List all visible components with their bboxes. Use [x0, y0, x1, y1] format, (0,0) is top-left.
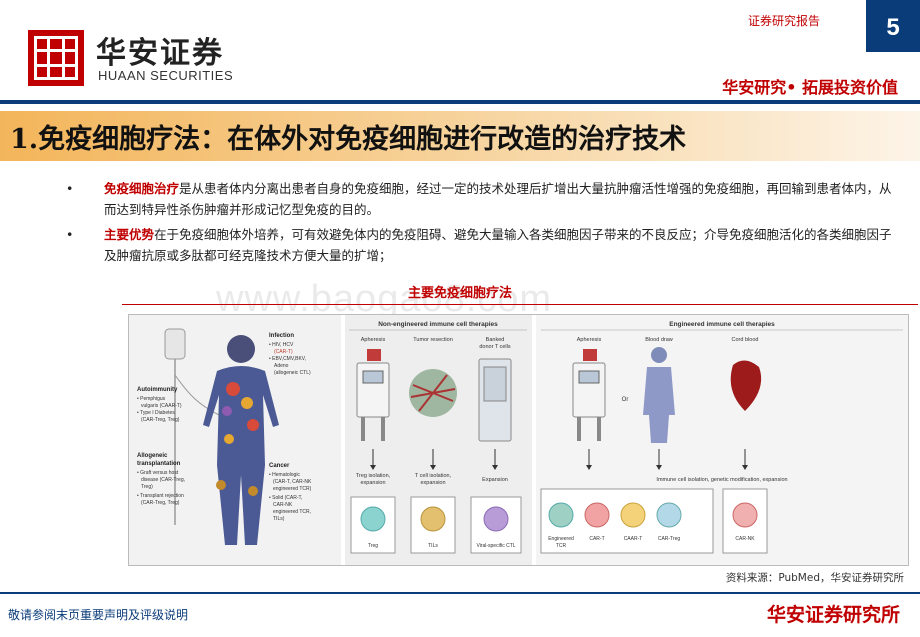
autoimmunity-item: • Type I Diabetes [137, 410, 175, 416]
bullet-marker: • [66, 181, 74, 196]
cancer-item: engineered TCR) [273, 486, 312, 492]
iv-bag-icon [164, 328, 186, 360]
cell-box-ctl [470, 496, 522, 554]
freezer-icon [478, 358, 512, 442]
cell-label: CAAR-T [624, 536, 643, 542]
bullet-item: • 主要优势在于免疫细胞体外培养，可有效避免体内的免疫阻碍、避免大量输入各类细胞… [66, 224, 896, 266]
cell-box-engineered [540, 488, 714, 554]
cancer-title: Cancer [269, 463, 290, 469]
process-label: Treg isolation, [356, 473, 391, 479]
bullet-term: 免疫细胞治疗 [104, 181, 180, 196]
autoimmunity-item: vulgaris (CAAR-T) [141, 403, 182, 409]
footer-divider [0, 592, 920, 594]
source-label: Tumor resection [413, 337, 453, 343]
cancer-item: (CAR-T, CAR-NK [273, 479, 312, 485]
logo-mark [28, 30, 84, 86]
figure-title-rule [122, 304, 918, 305]
cell-label: TILs [428, 543, 438, 549]
cell-label: CAR-Treg [658, 536, 681, 542]
header-divider [0, 100, 920, 104]
report-type: 证券研究报告 [748, 14, 821, 28]
cancer-item: • Hematologic [269, 472, 300, 478]
source-label: donor T cells [479, 344, 511, 350]
cell-label: Viral-specific CTL [476, 543, 515, 549]
slogan: 华安研究• 拓展投资价值 [722, 78, 898, 97]
patient-figure-icon [203, 335, 279, 545]
engineered-header: Engineered immune cell therapies [669, 321, 775, 328]
source-label: Banked [486, 337, 505, 343]
process-label: T cell isolation, [415, 473, 452, 479]
bullet-text: 在于免疫细胞体外培养，可有效避免体内的免疫阻碍、避免大量输入各类细胞因子带来的不… [104, 227, 892, 263]
cell-box-treg [350, 496, 396, 554]
process-label: expansion [420, 480, 445, 486]
infection-title: Infection [269, 333, 294, 339]
allo-title: transplantation [137, 461, 181, 467]
page-title: 1.免疫细胞疗法：在体外对免疫细胞进行改造的治疗技术 [10, 124, 687, 155]
autoimmunity-item: • Pemphigus [137, 396, 166, 402]
source-label: Apheresis [577, 337, 602, 343]
cell-label: Engineered [548, 536, 574, 542]
figure-panel: Infection • HIV, HCV (CAR-T) • EBV,CMV,B… [128, 314, 909, 566]
cancer-item: TILs) [273, 516, 285, 522]
cell-label: CAR-NK [735, 536, 755, 542]
process-label: Immune cell isolation, genetic modificat… [656, 477, 787, 483]
page-number: 5 [866, 0, 920, 52]
title-banner [0, 111, 920, 161]
cell-label: TCR [556, 543, 567, 549]
allo-item: (CAR-Treg, Treg) [141, 500, 180, 506]
watermark: www.baogao8.com [216, 278, 553, 320]
autoimmunity-item: (CAR-Treg, Treg) [141, 417, 180, 423]
figure-title: 主要免疫细胞疗法 [407, 286, 512, 301]
infection-item: • EBV,CMV,BKV, [269, 356, 306, 362]
bullet-marker: • [66, 227, 74, 242]
person-icon [643, 347, 675, 443]
source-note: 资料来源：PubMed，华安证券研究所 [725, 572, 904, 584]
placenta-icon [730, 360, 762, 411]
infection-item: (allogeneic CTL) [274, 370, 311, 376]
apheresis-machine-icon [572, 349, 606, 441]
source-label: Blood draw [645, 337, 673, 343]
or-label: Or [622, 397, 629, 403]
bullet-term: 主要优势 [104, 227, 155, 242]
bullet-item: • 免疫细胞治疗是从患者体内分离出患者自身的免疫细胞，经过一定的技术处理后扩增出… [66, 178, 896, 220]
allo-item: • Graft versus host [137, 470, 179, 476]
cancer-item: engineered TCR, [273, 509, 311, 515]
logo-chinese: 华安证券 [96, 36, 224, 71]
apheresis-machine-icon [356, 349, 390, 441]
allo-item: Treg) [141, 484, 153, 490]
cell-label: Treg [368, 543, 378, 549]
cancer-item: CAR-NK [273, 502, 293, 508]
figure-illustration: Infection • HIV, HCV (CAR-T) • EBV,CMV,B… [129, 315, 908, 565]
source-label: Cord blood [732, 337, 759, 343]
bullet-list: • 免疫细胞治疗是从患者体内分离出患者自身的免疫细胞，经过一定的技术处理后扩增出… [66, 178, 896, 270]
tumor-icon [409, 369, 457, 417]
source-label: Apheresis [361, 337, 386, 343]
infection-item: • HIV, HCV [269, 342, 294, 348]
infection-item: (CAR-T) [274, 349, 293, 355]
cell-box-car-nk [722, 488, 768, 554]
allo-item: disease (CAR-Treg, [141, 477, 185, 483]
cell-label: CAR-T [589, 536, 604, 542]
process-label: Expansion [482, 477, 508, 483]
process-label: expansion [360, 480, 385, 486]
infection-item: Adeno [274, 363, 289, 369]
allo-item: • Transplant rejection [137, 493, 184, 499]
non-engineered-header: Non-engineered immune cell therapies [378, 321, 498, 328]
cell-box-tils [410, 496, 456, 554]
bullet-text: 是从患者体内分离出患者自身的免疫细胞，经过一定的技术处理后扩增出大量抗肿瘤活性增… [104, 181, 892, 217]
logo-english: HUAAN SECURITIES [98, 68, 234, 83]
iv-tube [174, 374, 220, 416]
footer-brand: 华安证券研究所 [766, 604, 900, 626]
footer-disclaimer: 敬请参阅末页重要声明及评级说明 [8, 608, 189, 622]
allo-title: Allogeneic [137, 453, 168, 459]
cancer-item: • Solid (CAR-T, [269, 495, 302, 501]
autoimmunity-title: Autoimmunity [137, 387, 178, 393]
